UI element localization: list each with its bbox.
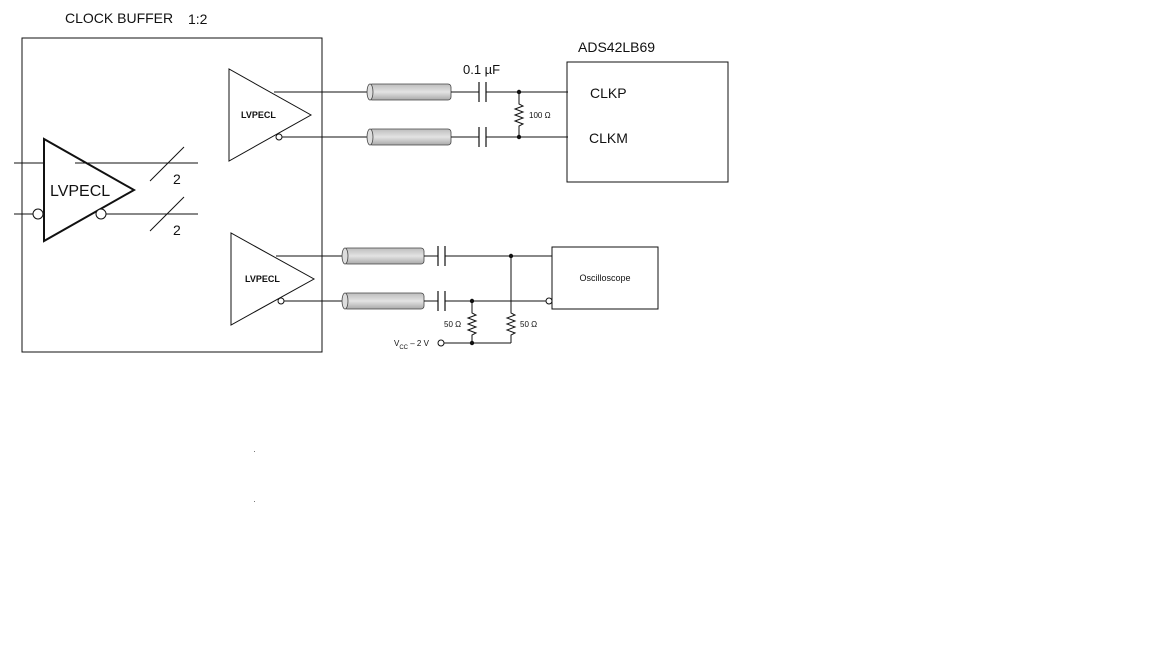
- main-lvpecl-buffer: LVPECL 2 2: [14, 137, 198, 243]
- resistor-50-right: 50 Ω: [505, 253, 537, 343]
- adc-name: ADS42LB69: [578, 39, 655, 55]
- lower-driver-label: LVPECL: [245, 274, 280, 284]
- oscilloscope-label: Oscilloscope: [579, 273, 630, 283]
- lower-capacitor-m: [424, 291, 553, 311]
- speck: [254, 501, 255, 502]
- supply-label: VCC – 2 V: [394, 339, 430, 351]
- upper-coax-p: [366, 83, 452, 101]
- title-ratio: 1:2: [188, 11, 208, 27]
- supply-node: VCC – 2 V: [394, 339, 511, 351]
- upper-capacitor-label: 0.1 µF: [463, 62, 500, 77]
- upper-capacitor-p: [451, 82, 568, 102]
- lower-coax-p: [341, 247, 425, 265]
- speck: [254, 451, 255, 452]
- upper-coax-m: [366, 128, 452, 146]
- adc-box: [566, 61, 729, 183]
- bus-width-top: 2: [173, 171, 181, 187]
- coax-end: [366, 128, 374, 146]
- lower-coax-m: [341, 292, 425, 310]
- bus-slash-top: [149, 146, 185, 182]
- clock-buffer-box: [21, 37, 323, 353]
- adc-device: ADS42LB69 CLKP CLKM: [566, 39, 729, 183]
- lower-driver-triangle: [230, 232, 316, 326]
- coax-end: [366, 83, 374, 101]
- termination-resistor-100: 100 Ω: [513, 89, 551, 140]
- input-inversion-bubble: [32, 208, 44, 220]
- coax-body: [368, 128, 452, 146]
- scope-input-terminal: [545, 297, 553, 305]
- main-buffer-label: LVPECL: [50, 183, 110, 200]
- resistor-100-label: 100 Ω: [529, 111, 551, 120]
- output-inversion-bubble: [95, 208, 107, 220]
- oscilloscope-box: [551, 246, 659, 310]
- upper-lvpecl-driver: LVPECL: [228, 68, 367, 162]
- lower-driver-bubble: [277, 297, 285, 305]
- pin-clkm: CLKM: [589, 130, 628, 146]
- title-text: CLOCK BUFFER: [65, 10, 173, 26]
- upper-driver-bubble: [275, 133, 283, 141]
- oscilloscope: Oscilloscope: [551, 246, 659, 310]
- pin-clkp: CLKP: [590, 85, 627, 101]
- bus-slash-bottom: [149, 196, 185, 232]
- lower-lvpecl-driver: LVPECL: [230, 232, 342, 326]
- lower-capacitor-p: [424, 246, 552, 266]
- resistor-50-right-label: 50 Ω: [520, 320, 537, 329]
- coax-body: [368, 83, 452, 101]
- upper-driver-triangle: [228, 68, 313, 162]
- upper-driver-label: LVPECL: [241, 110, 276, 120]
- resistor-50-left: 50 Ω: [444, 298, 478, 343]
- resistor-50-left-label: 50 Ω: [444, 320, 461, 329]
- supply-terminal: [437, 339, 445, 347]
- main-buffer-triangle: [43, 137, 137, 243]
- upper-capacitor-m: [451, 127, 568, 147]
- bus-width-bottom: 2: [173, 222, 181, 238]
